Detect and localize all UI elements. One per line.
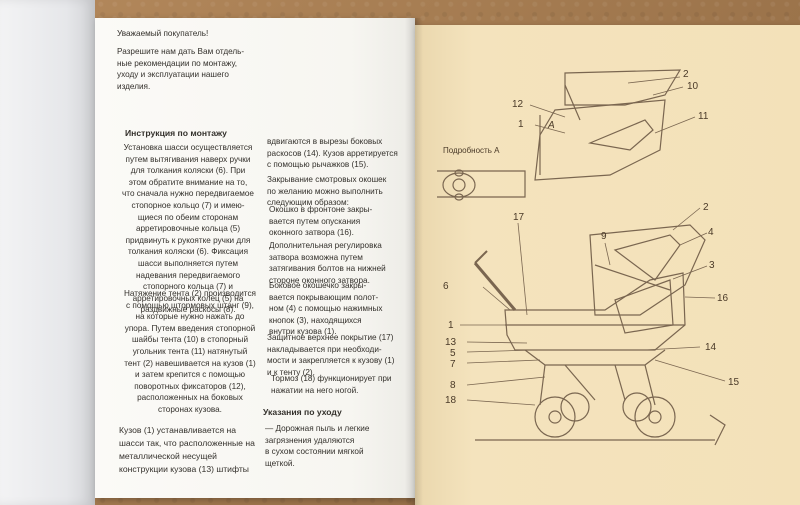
callout-7: 7 <box>450 359 456 370</box>
col2-paragraph-5: Боковое окошечко закры- вается покрывающ… <box>269 281 383 337</box>
callout-16: 16 <box>717 293 729 304</box>
care-heading: Указания по уходу <box>263 407 342 417</box>
callout-6: 6 <box>443 281 449 292</box>
callout-8: 8 <box>450 380 456 391</box>
callout-14: 14 <box>705 342 717 353</box>
col2-paragraph-6: Защитное верхнее покрытие (17) накладыва… <box>267 333 395 377</box>
callout-5: 5 <box>450 348 456 359</box>
callout-top-1: 1 <box>518 119 524 130</box>
greeting: Уважаемый покупатель! <box>117 29 209 38</box>
callout-1: 1 <box>448 320 454 331</box>
detail-letter: А <box>547 120 555 131</box>
care-text: — Дорожная пыль и легкие загрязнения уда… <box>265 424 370 468</box>
callout-13: 13 <box>445 337 457 348</box>
install-paragraph-2: Натяжение тента (2) производится с помощ… <box>124 289 256 414</box>
callout-9: 9 <box>601 231 607 242</box>
detail-label: Подробность А <box>443 146 500 155</box>
install-heading: Инструкция по монтажу <box>125 128 227 138</box>
col2-paragraph-3: Окошко в фронтоне закры- вается путем оп… <box>269 205 373 238</box>
callout-2: 2 <box>703 202 709 213</box>
callout-top-10: 10 <box>687 81 699 92</box>
col2-paragraph-7: Тормоз (18) функционирует при нажатии на… <box>271 374 392 395</box>
callout-18: 18 <box>445 395 457 406</box>
callout-3: 3 <box>709 260 715 271</box>
install-paragraph-1: Установка шасси осуществляется путем выт… <box>122 143 254 315</box>
callout-top-2: 2 <box>683 69 689 80</box>
install-paragraph-3: Кузов (1) устанавливается на шасси так, … <box>119 425 255 474</box>
col2-paragraph-4: Дополнительная регулировка затвора возмо… <box>269 241 386 285</box>
callout-17: 17 <box>513 212 525 223</box>
col2-paragraph-1: вдвигаются в вырезы боковых раскосов (14… <box>267 137 398 170</box>
diagram-lines <box>437 69 726 446</box>
instruction-left-page: Уважаемый покупатель! Разрешите нам дать… <box>95 18 415 498</box>
stroller-diagram: 2 10 12 1 11 А Подробность А 17 9 2 4 3 … <box>437 69 740 446</box>
callout-top-11: 11 <box>698 111 709 122</box>
intro-text: Разрешите нам дать Вам отдель- ные реком… <box>117 47 245 91</box>
white-box-edge <box>0 0 95 505</box>
instruction-right-page: 2 10 12 1 11 А Подробность А 17 9 2 4 3 … <box>415 25 800 505</box>
callout-numbers: 2 10 12 1 11 А Подробность А 17 9 2 4 3 … <box>443 69 740 406</box>
callout-15: 15 <box>728 377 740 388</box>
callout-4: 4 <box>708 227 714 238</box>
col2-paragraph-2: Закрывание смотровых окошек по желанию м… <box>267 175 387 208</box>
callout-top-12: 12 <box>512 99 524 110</box>
callout-leaders <box>460 76 726 406</box>
